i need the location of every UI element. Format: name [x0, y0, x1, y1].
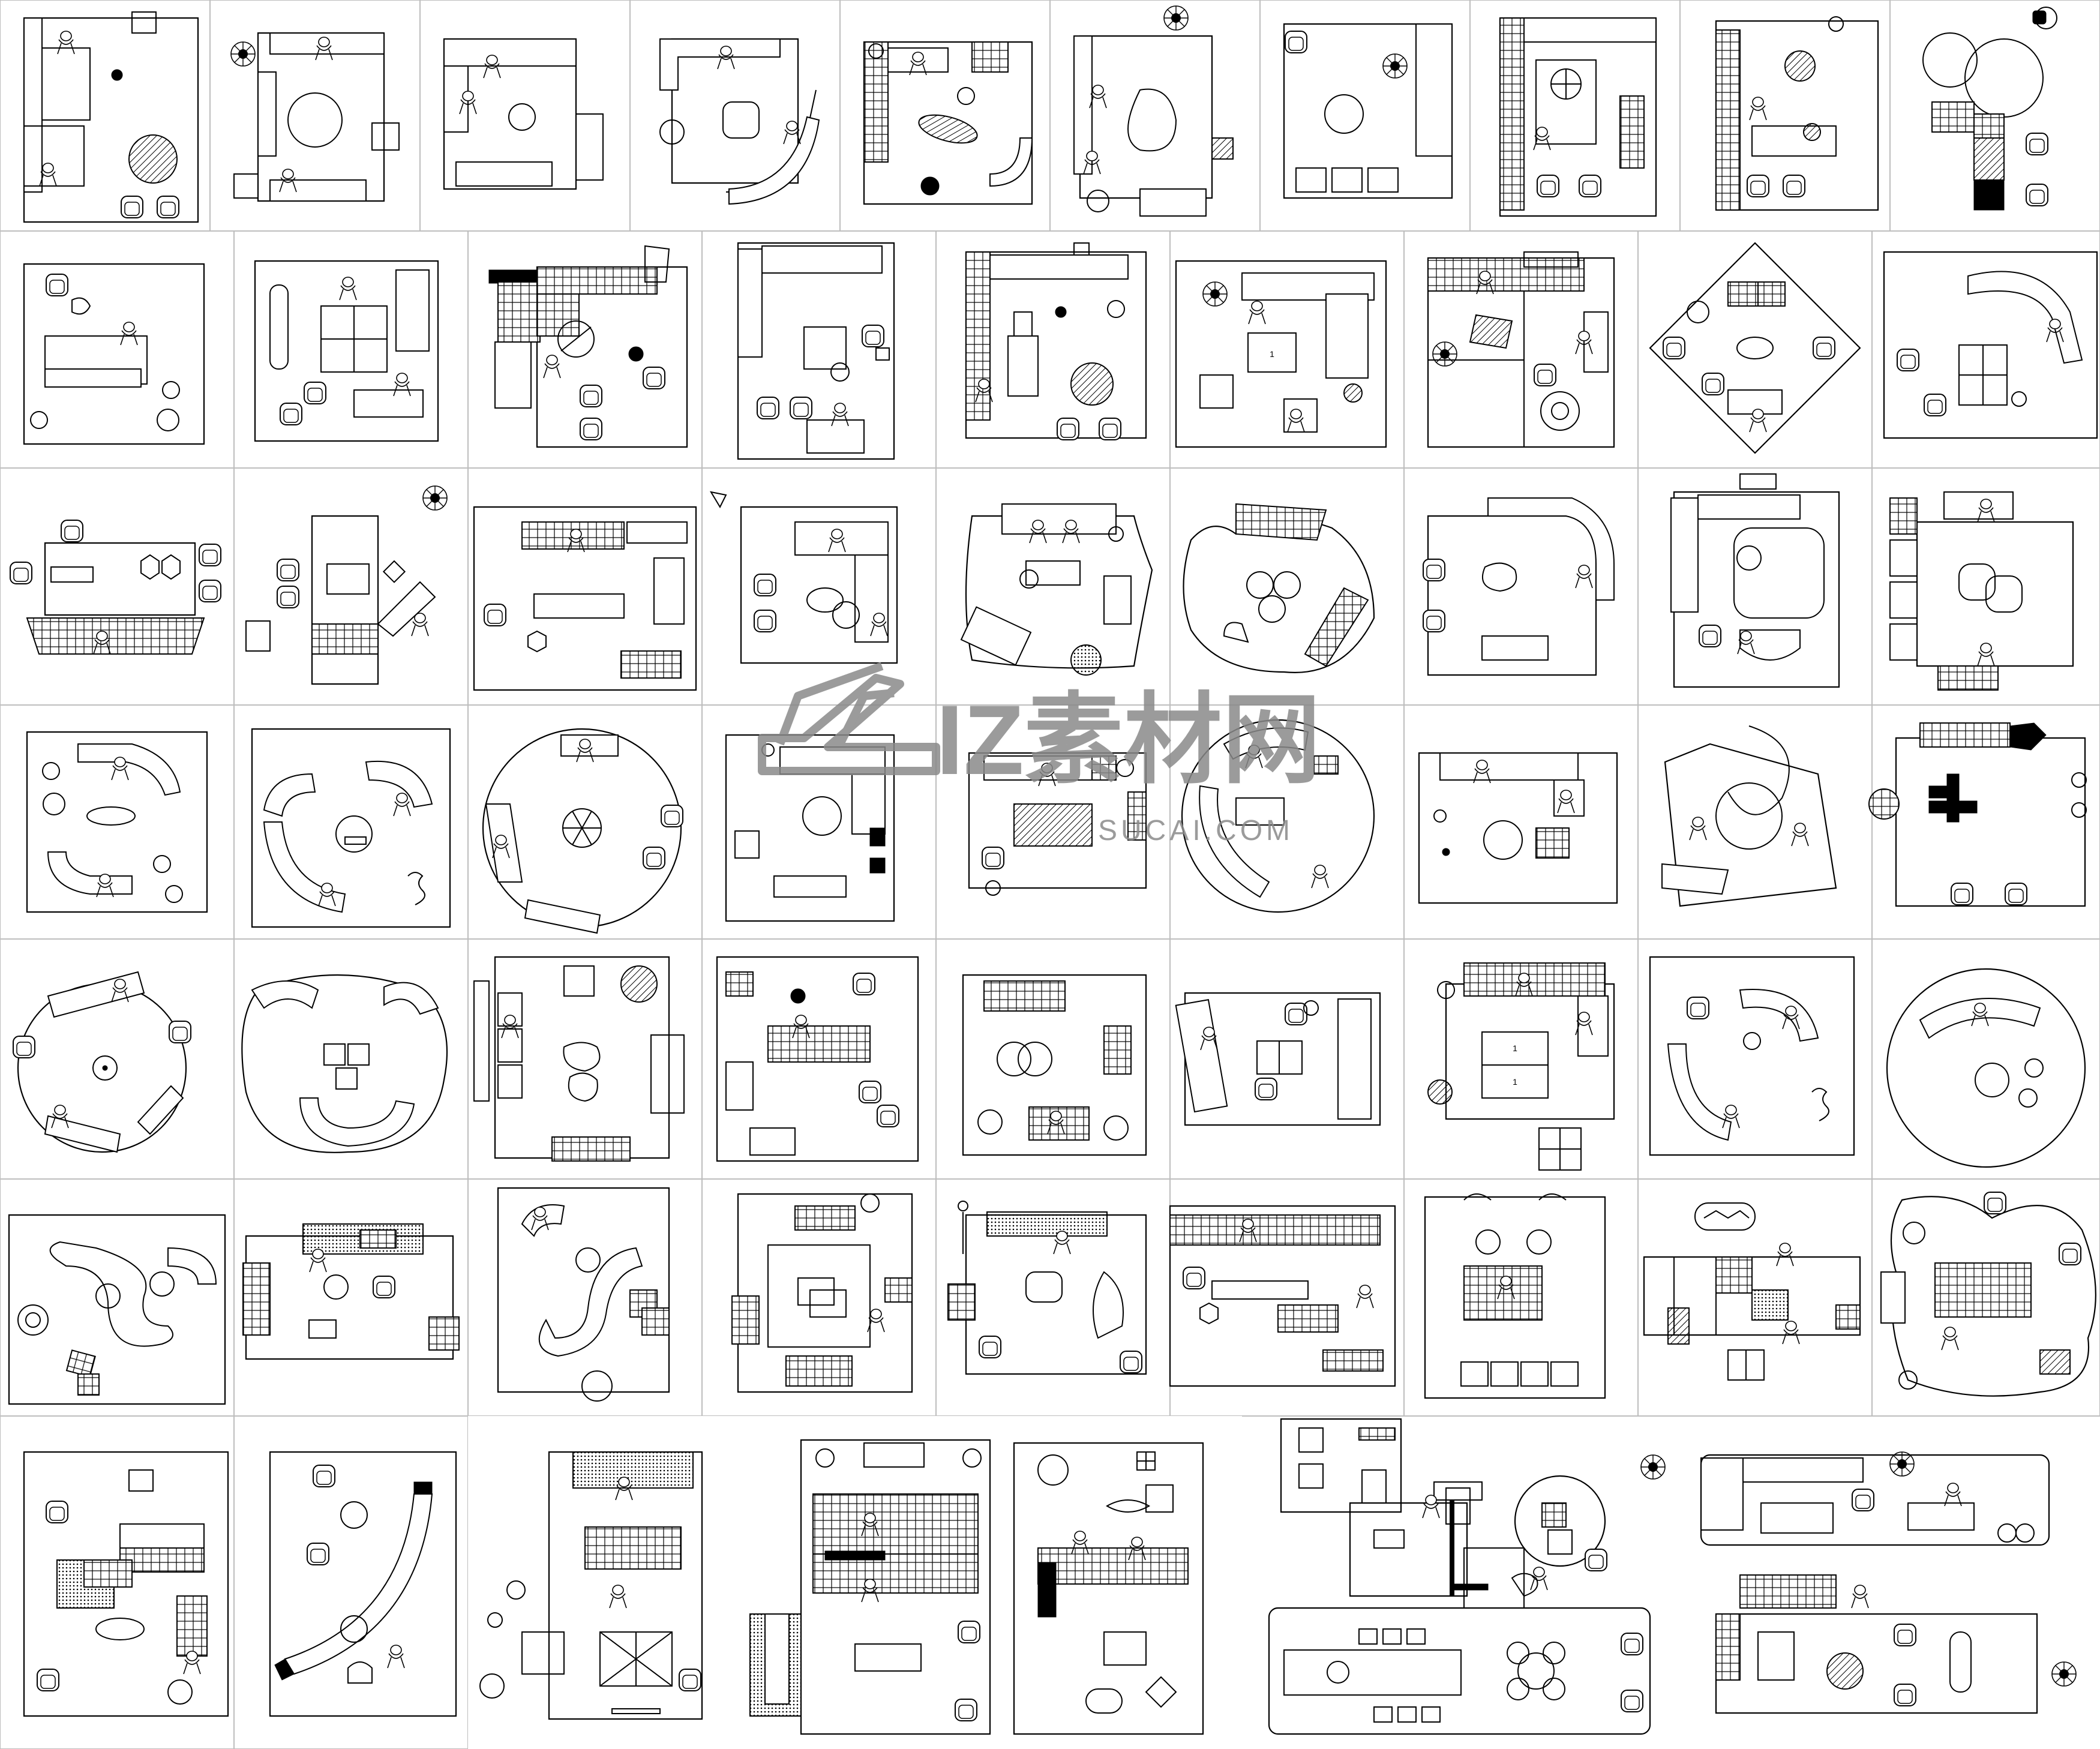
- living-room-plan: [8, 1214, 226, 1405]
- living-room-plan: [1423, 497, 1615, 676]
- living-room-plan: [962, 974, 1147, 1156]
- watermark-url-text: SUCAI.COM: [1098, 815, 1294, 847]
- living-room-plan: [1643, 1202, 1861, 1381]
- living-room-plan: [1175, 992, 1381, 1126]
- living-room-plan: [1883, 251, 2098, 439]
- row-2: 1: [0, 230, 2100, 469]
- living-room-plan: [1886, 968, 2086, 1168]
- watermark: IZ素材网 SUCAI.COM: [758, 662, 1321, 847]
- row-6: [0, 1178, 2100, 1417]
- living-room-plan: 1 1: [1427, 962, 1615, 1171]
- table-label: 1: [1513, 1077, 1517, 1087]
- living-room-plan: [659, 38, 820, 205]
- living-room-plan: [947, 1201, 1147, 1375]
- living-room-plan: [1181, 719, 1375, 913]
- watermark-logo-icon: [758, 662, 940, 775]
- living-room-plan: [23, 1451, 229, 1717]
- living-room-plan: [1661, 725, 1837, 907]
- living-room-plan: [960, 503, 1153, 676]
- living-room-plan: [1427, 251, 1615, 448]
- living-room-plan: [473, 956, 685, 1162]
- living-room-plan: [1700, 1451, 2077, 1714]
- living-room-plan: [269, 1451, 457, 1717]
- table-label: 1: [1270, 349, 1274, 359]
- row-7: [0, 1415, 2077, 1749]
- living-room-plan: [1013, 1442, 1204, 1735]
- living-room-plan: [1649, 956, 1855, 1156]
- living-room-plan: [731, 1193, 913, 1393]
- living-room-plan: [10, 520, 221, 655]
- living-room-plan: [230, 32, 400, 202]
- living-room-plan: [1880, 1192, 2096, 1397]
- living-room-plan: [716, 956, 919, 1162]
- living-room-plan: [1424, 1193, 1606, 1399]
- living-room-plan: [737, 242, 895, 460]
- living-room-plan: [863, 41, 1033, 205]
- living-room-plan: [1169, 1205, 1396, 1387]
- living-room-plan: [968, 752, 1147, 896]
- watermark-brand-text: IZ素材网: [936, 685, 1321, 795]
- plant-icon: [230, 41, 256, 67]
- living-room-plan: [1922, 7, 2057, 211]
- living-room-plan: [13, 971, 191, 1153]
- living-room-plan: [1715, 16, 1879, 211]
- living-room-plan: [479, 1451, 703, 1720]
- living-room-plan: [1499, 17, 1657, 217]
- living-room-plan: [23, 263, 205, 445]
- living-room-plan: [251, 728, 451, 928]
- living-room-plan: 1: [1175, 260, 1387, 448]
- living-room-plan: [482, 728, 683, 934]
- living-room-plan: [443, 38, 604, 190]
- living-room-plan: [1268, 1418, 1666, 1735]
- living-room-plan: [1868, 722, 2087, 907]
- living-room-plan: [497, 1187, 670, 1402]
- living-room-plan: [23, 11, 199, 223]
- living-room-plan: [1073, 5, 1234, 217]
- living-room-plan: [241, 974, 448, 1153]
- living-room-plan: [245, 485, 448, 685]
- row-3: [0, 467, 2100, 706]
- row-4: [0, 704, 2100, 940]
- living-room-plan: [254, 260, 439, 442]
- round-rug-icon: [128, 134, 178, 184]
- living-room-plan: [1889, 491, 2074, 691]
- living-room-plan: [26, 731, 208, 913]
- living-room-plan: [965, 242, 1147, 440]
- living-room-plan: [242, 1223, 460, 1360]
- plan-cell: [1679, 0, 1891, 232]
- living-room-plan: [1670, 473, 1840, 688]
- living-room-plan: [749, 1439, 991, 1735]
- round-table-icon: [287, 92, 343, 148]
- living-room-plan: [1418, 752, 1618, 904]
- living-room-plan: [473, 506, 697, 691]
- living-room-plan: [488, 245, 688, 448]
- living-room-plan: [709, 491, 898, 664]
- sofa-icon: [23, 17, 43, 193]
- table-label: 1: [1513, 1043, 1517, 1053]
- row-1: [0, 0, 2100, 232]
- living-room-plan: [1649, 242, 1861, 454]
- living-room-plan: [1183, 503, 1375, 673]
- living-room-plan: [1283, 23, 1453, 199]
- row-5: 1 1: [0, 938, 2100, 1180]
